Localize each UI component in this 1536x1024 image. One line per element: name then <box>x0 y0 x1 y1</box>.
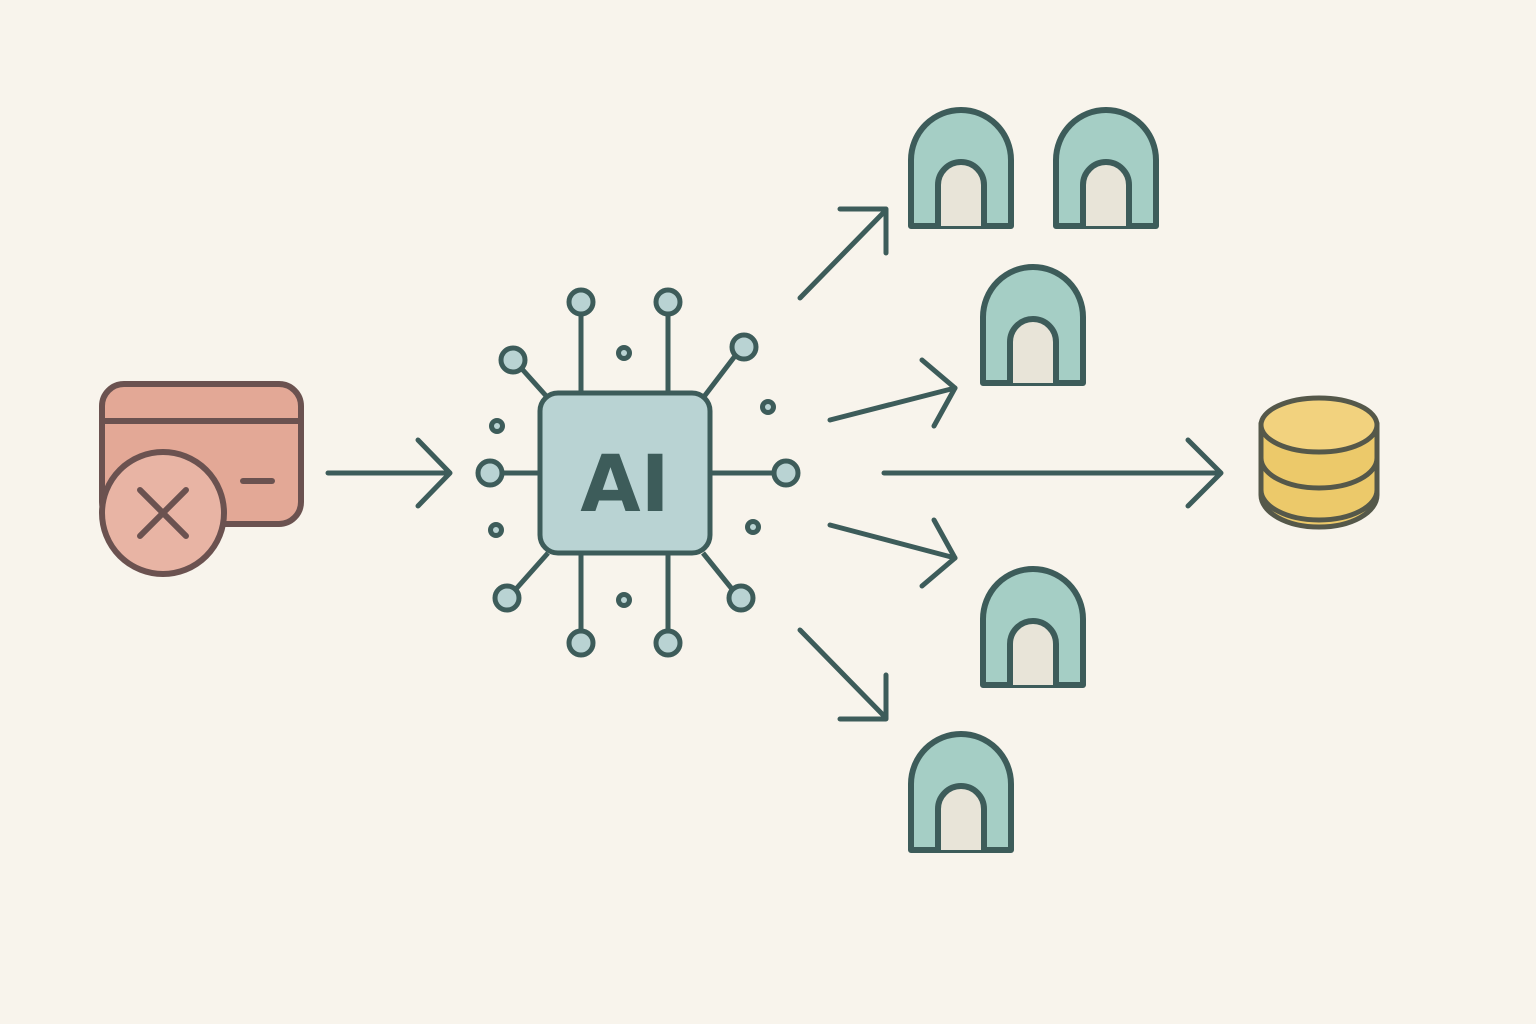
arrow-card-to-ai <box>325 437 453 509</box>
declined-credit-card-icon <box>99 381 304 577</box>
ai-chip-icon <box>475 287 801 658</box>
mouse-hole-icon <box>911 110 1011 226</box>
ai-chip-label: AI <box>580 440 669 530</box>
arrow-to-hole-top <box>797 206 889 301</box>
mouse-hole-icon <box>983 267 1083 383</box>
mouse-hole-icon <box>1056 110 1156 226</box>
arrow-to-coins <box>881 437 1224 509</box>
mouse-hole-icon <box>983 569 1083 685</box>
arrow-to-hole-upper <box>827 357 958 429</box>
mouse-hole-icon <box>911 734 1011 850</box>
arrow-to-hole-lower <box>827 517 958 589</box>
arrow-to-hole-bottom <box>797 627 889 722</box>
coin-stack-icon <box>1258 395 1380 530</box>
